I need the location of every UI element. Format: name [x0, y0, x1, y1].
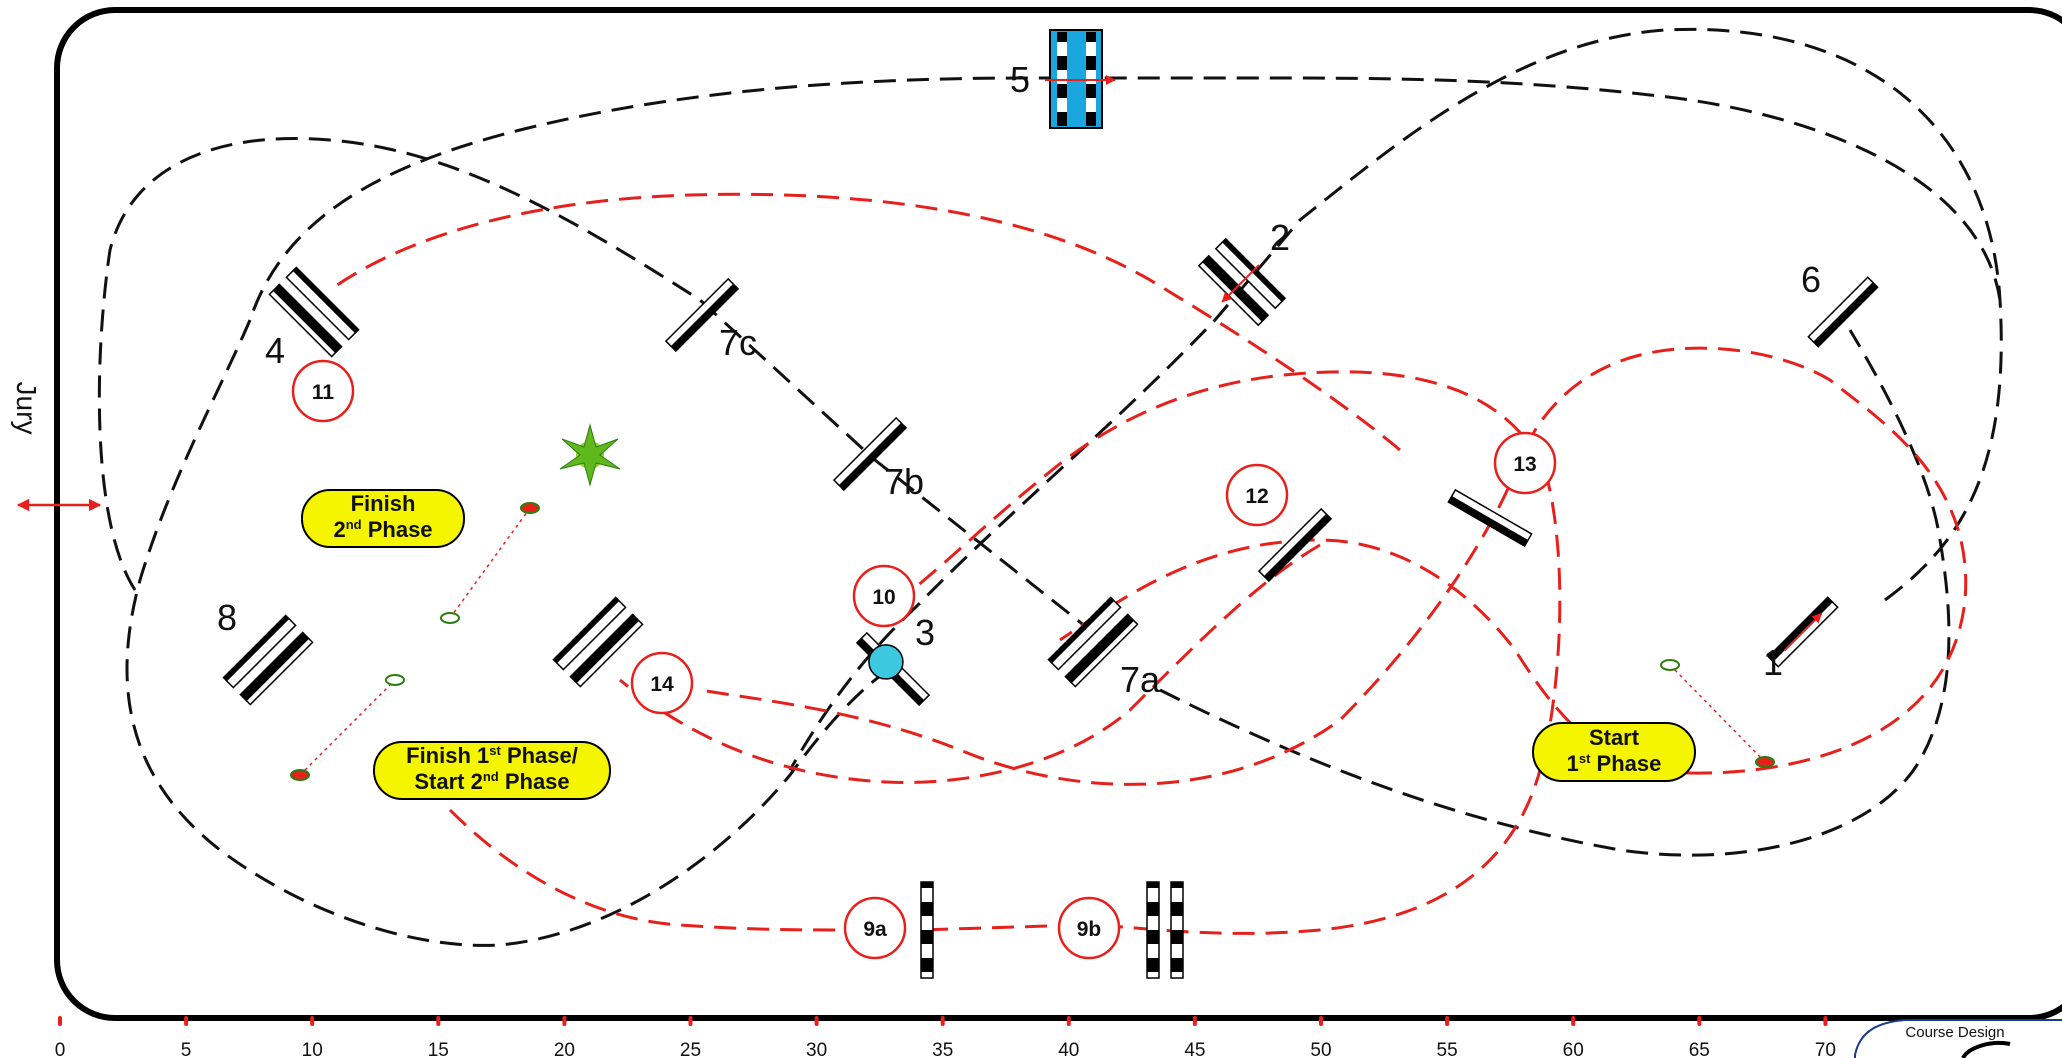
- phase2-number-11: 11: [291, 359, 355, 423]
- svg-text:Finish: Finish: [351, 491, 416, 516]
- finish-2nd-phase-box: Finish 2nd Phase: [301, 489, 465, 548]
- scale-tick: [1571, 1016, 1576, 1026]
- scale-tick: [1823, 1016, 1828, 1026]
- svg-text:11: 11: [312, 381, 335, 404]
- course-design-badge: Course Design: [1854, 1019, 2062, 1058]
- scale-tick-label: 50: [1310, 1040, 1331, 1058]
- svg-text:9b: 9b: [1077, 918, 1102, 941]
- svg-text:12: 12: [1245, 485, 1268, 508]
- fence-12: [1257, 507, 1333, 583]
- scale-tick: [436, 1016, 441, 1026]
- phase2-number-13: 13: [1493, 431, 1557, 495]
- finish-flag-icon: [290, 674, 405, 781]
- svg-text:13: 13: [1513, 453, 1536, 476]
- scale-tick: [1066, 1016, 1071, 1026]
- fence-3: [855, 631, 931, 707]
- fence-7c: [664, 277, 740, 353]
- distance-scale: 0 5 10 15 20 25 30 35 40 45 50 55 60 65 70: [55, 1016, 1836, 1058]
- fence-label-8: 8: [217, 597, 237, 638]
- fence-7a: [1047, 596, 1139, 688]
- scale-tick-label: 25: [680, 1040, 701, 1058]
- fence-6: [1807, 276, 1879, 348]
- scale-tick-label: 10: [302, 1040, 323, 1058]
- route-phase-2: [329, 192, 1968, 935]
- start-1st-phase-box: Start 1st Phase: [1532, 722, 1696, 782]
- scale-tick-label: 65: [1689, 1040, 1710, 1058]
- scale-tick-label: 55: [1437, 1040, 1458, 1058]
- svg-text:2nd Phase: 2nd Phase: [333, 517, 432, 542]
- svg-text:Course Design: Course Design: [1905, 1024, 2004, 1041]
- scale-tick: [940, 1016, 945, 1026]
- svg-text:9a: 9a: [863, 918, 887, 941]
- svg-text:14: 14: [650, 673, 674, 696]
- fence-8: [222, 614, 314, 706]
- scale-tick: [562, 1016, 567, 1026]
- fence-9b: [1146, 881, 1184, 979]
- jury-label: Jury: [11, 382, 42, 435]
- phase2-number-9a: 9a: [843, 896, 907, 960]
- scale-tick: [814, 1016, 819, 1026]
- scale-tick: [1319, 1016, 1323, 1026]
- scale-tick-label: 40: [1058, 1040, 1079, 1058]
- fence-4: [268, 266, 360, 358]
- scale-tick-label: 70: [1815, 1040, 1836, 1058]
- svg-text:Start 2nd Phase: Start 2nd Phase: [414, 769, 569, 794]
- fence-label-7c: 7c: [719, 322, 757, 363]
- scale-tick-label: 60: [1563, 1040, 1584, 1058]
- fence-7b: [832, 416, 908, 492]
- scale-tick: [1445, 1016, 1450, 1026]
- scale-tick: [58, 1016, 62, 1026]
- scale-tick-label: 0: [55, 1040, 66, 1058]
- scale-tick: [1192, 1016, 1197, 1026]
- phase2-number-10: 10: [852, 564, 916, 628]
- scale-tick: [688, 1016, 693, 1026]
- fence-label-7b: 7b: [884, 461, 924, 502]
- scale-tick: [184, 1016, 189, 1026]
- fence-label-2: 2: [1270, 217, 1290, 258]
- scale-tick: [1697, 1016, 1702, 1026]
- fence-13: [1447, 488, 1533, 548]
- phase2-number-14: 14: [630, 651, 694, 715]
- fence-label-7a: 7a: [1120, 659, 1161, 700]
- finish-1st-start-2nd-phase-box: Finish 1st Phase/ Start 2nd Phase: [373, 741, 611, 800]
- route-phase-1: [97, 27, 2003, 947]
- fence-label-3: 3: [915, 612, 935, 653]
- fence-label-5: 5: [1010, 59, 1030, 100]
- scale-tick: [310, 1016, 315, 1026]
- fence-14: [552, 596, 644, 688]
- fence-2: [1197, 237, 1287, 327]
- svg-text:Finish 1st Phase/: Finish 1st Phase/: [406, 743, 578, 768]
- fence-label-1: 1: [1763, 642, 1783, 683]
- scale-tick-label: 20: [554, 1040, 575, 1058]
- fence-label-6: 6: [1801, 259, 1821, 300]
- scale-tick-label: 5: [181, 1040, 192, 1058]
- scale-tick-label: 45: [1184, 1040, 1205, 1058]
- svg-text:10: 10: [872, 586, 895, 609]
- svg-text:Start: Start: [1589, 725, 1640, 750]
- fence-1: [1767, 596, 1839, 668]
- arena-border: [54, 7, 2062, 1021]
- finish-flag-icon: [440, 502, 540, 624]
- scale-tick-label: 15: [428, 1040, 449, 1058]
- fence-label-4: 4: [265, 330, 285, 371]
- water-jump-5: [1045, 29, 1116, 129]
- fence-9a: [920, 881, 934, 979]
- svg-text:1st Phase: 1st Phase: [1567, 751, 1662, 776]
- plant-icon: [559, 423, 621, 487]
- phase2-number-9b: 9b: [1057, 896, 1121, 960]
- start-flag-icon: [1660, 659, 1775, 768]
- scale-tick-label: 35: [932, 1040, 953, 1058]
- scale-tick-label: 30: [806, 1040, 827, 1058]
- phase2-number-12: 12: [1225, 463, 1289, 527]
